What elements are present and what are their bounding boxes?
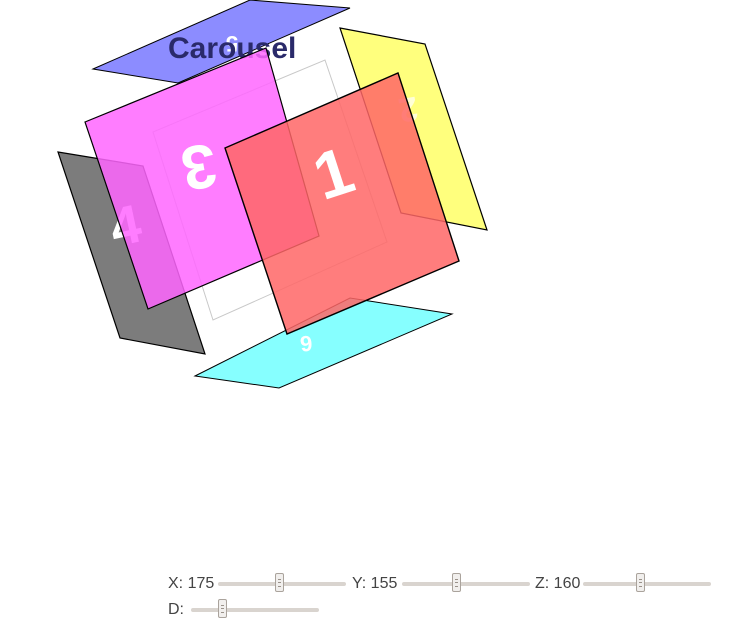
face-top-label: 5 bbox=[226, 31, 238, 56]
d-label: D: bbox=[168, 601, 184, 618]
face-bottom-label: 6 bbox=[299, 331, 313, 357]
z-slider-track[interactable] bbox=[583, 582, 711, 586]
y-control: Y: 155 bbox=[352, 572, 532, 596]
face-front bbox=[224, 72, 460, 335]
d-slider-thumb[interactable] bbox=[218, 599, 227, 618]
x-control: X: 175 bbox=[168, 572, 348, 596]
y-slider-track[interactable] bbox=[402, 582, 530, 586]
x-slider-thumb[interactable] bbox=[275, 573, 284, 592]
y-slider-thumb[interactable] bbox=[452, 573, 461, 592]
face-top bbox=[91, 0, 351, 84]
y-label: Y: 155 bbox=[352, 575, 398, 592]
d-slider-track[interactable] bbox=[191, 608, 319, 612]
z-label: Z: 160 bbox=[535, 575, 581, 592]
z-slider-thumb[interactable] bbox=[636, 573, 645, 592]
x-label: X: 175 bbox=[168, 575, 215, 592]
d-control: D: bbox=[168, 598, 328, 622]
page-title: Carousel bbox=[168, 32, 296, 65]
z-control: Z: 160 bbox=[535, 572, 715, 596]
